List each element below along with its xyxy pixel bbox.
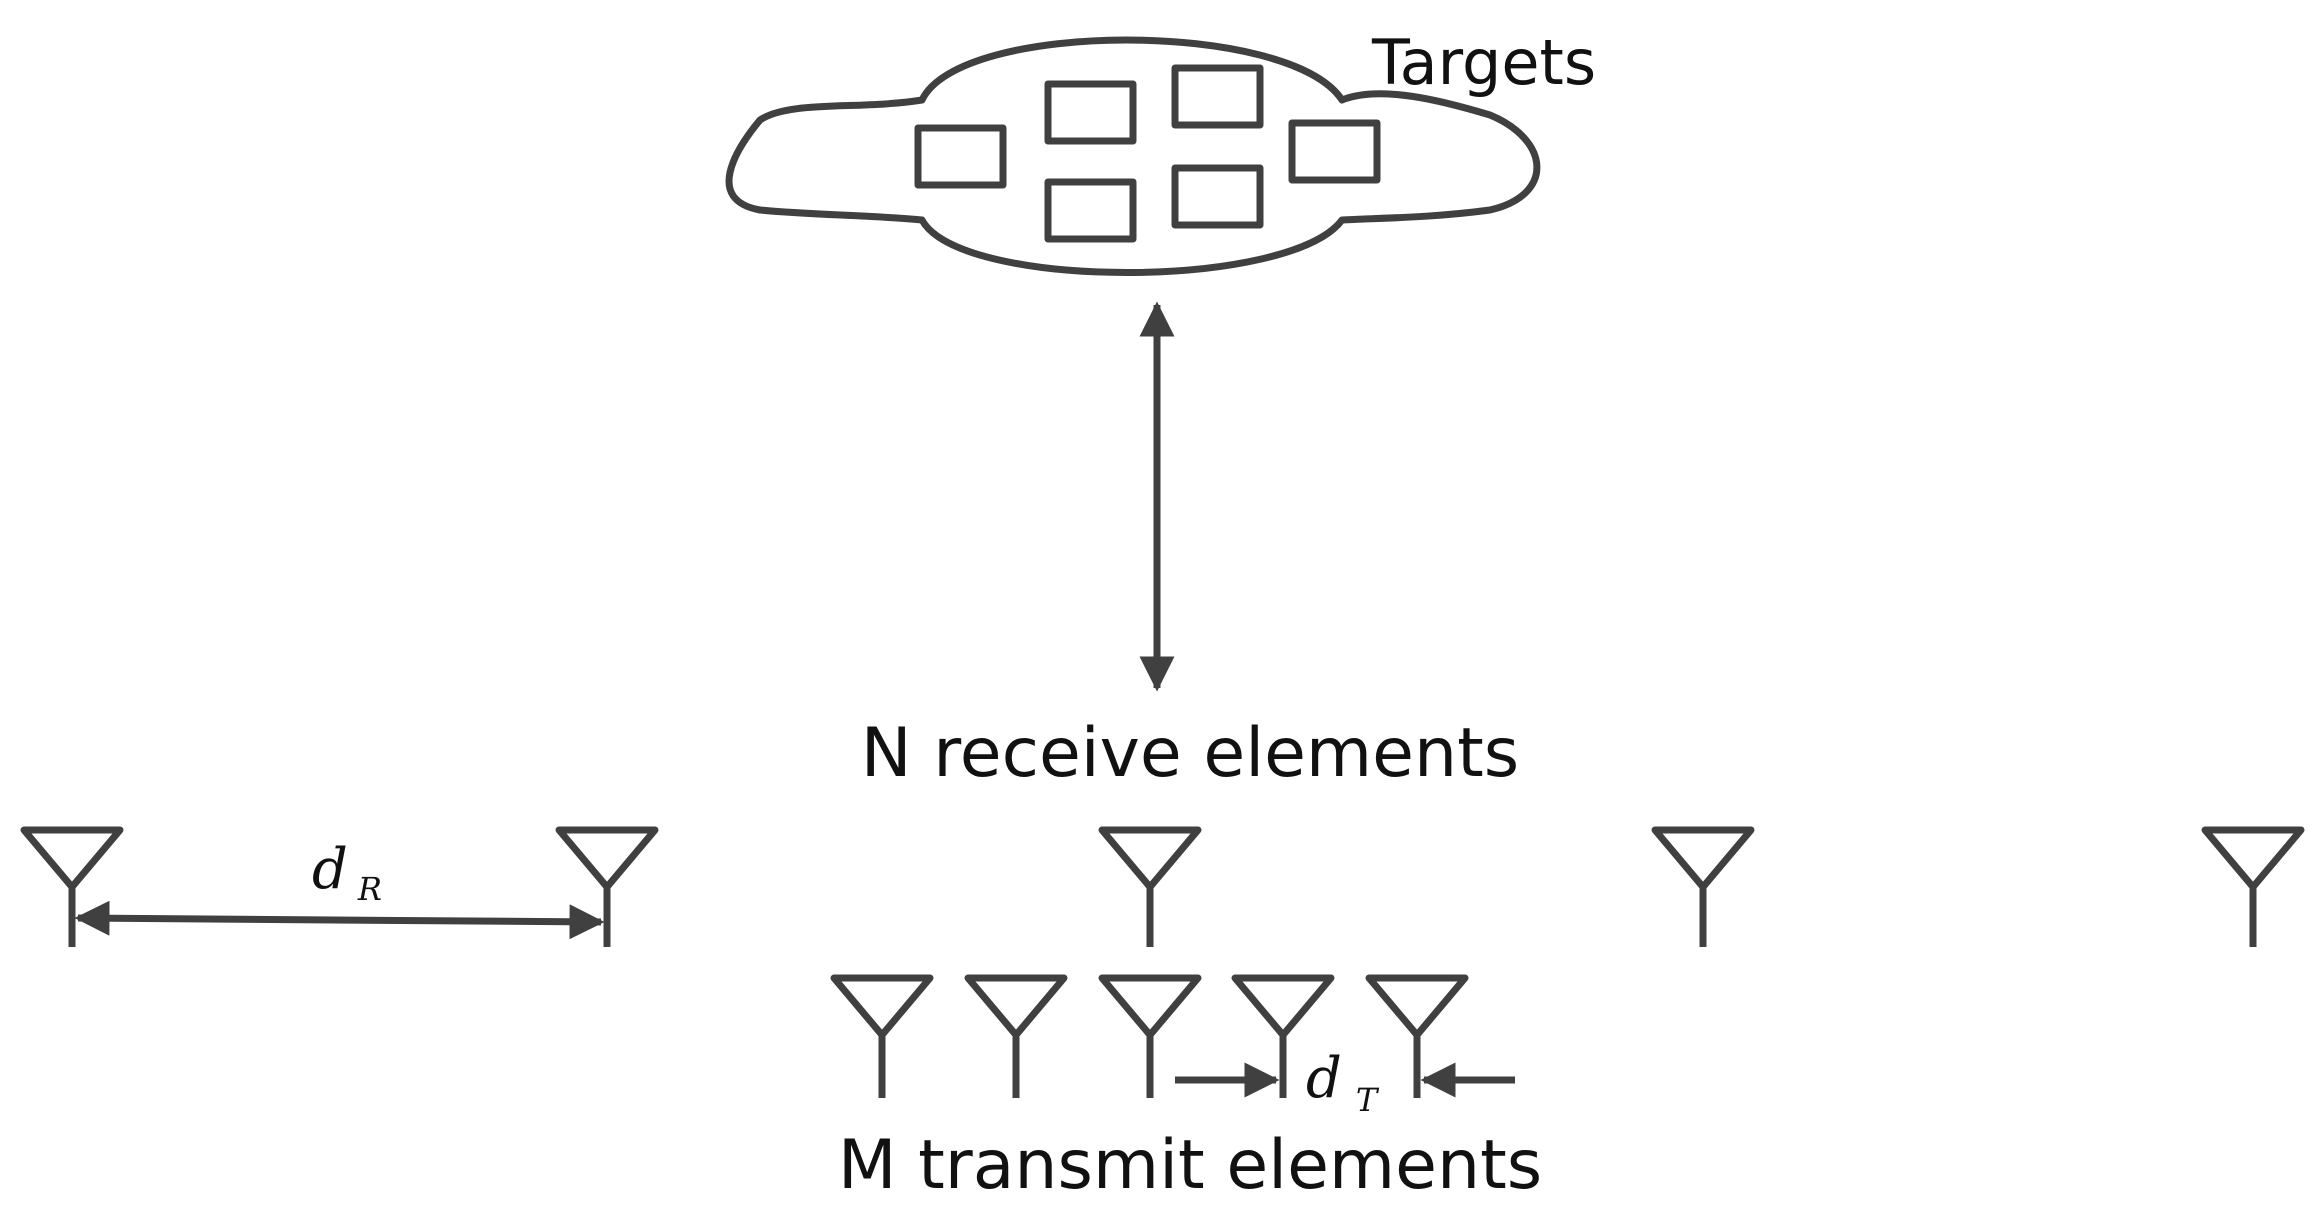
antenna-icon xyxy=(555,826,659,947)
targets-label: Targets xyxy=(1371,26,1596,99)
receive-elements-label: N receive elements xyxy=(861,714,1519,793)
antenna-icon xyxy=(1098,826,1202,947)
target-box xyxy=(1044,178,1137,243)
antenna-icon xyxy=(1098,974,1202,1098)
target-box xyxy=(1288,119,1381,184)
target-cloud xyxy=(725,36,1541,276)
cloud-outline xyxy=(725,36,1541,276)
target-box xyxy=(1171,64,1264,129)
target-box xyxy=(914,124,1007,189)
receive-array xyxy=(20,826,2305,947)
antenna-icon xyxy=(830,974,934,1098)
transmit-elements-label: M transmit elements xyxy=(838,1126,1542,1205)
target-box xyxy=(1044,80,1137,145)
antenna-icon xyxy=(1651,826,1755,947)
antenna-icon xyxy=(1365,974,1469,1098)
antenna-icon xyxy=(964,974,1068,1098)
antenna-icon xyxy=(2201,826,2305,947)
target-box xyxy=(1171,164,1264,229)
transmit-array xyxy=(830,974,1469,1098)
receive-spacing-arrow xyxy=(74,900,605,940)
antenna-icon xyxy=(1231,974,1335,1098)
antenna-icon xyxy=(20,826,124,947)
